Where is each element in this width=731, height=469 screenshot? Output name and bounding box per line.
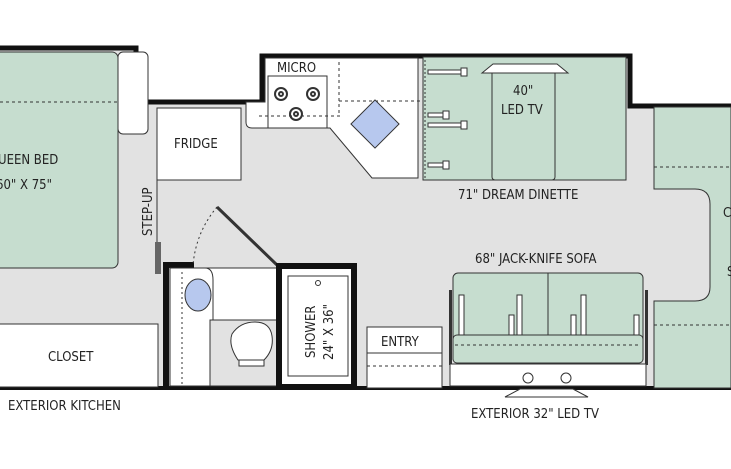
seatbelt-icon	[427, 67, 468, 170]
fridge[interactable]	[156, 107, 242, 181]
closet-label: CLOSET	[48, 350, 94, 365]
tv-label: LED TV	[501, 103, 543, 118]
dinette-label: 71" DREAM DINETTE	[458, 188, 578, 203]
cab-seat	[653, 106, 731, 389]
sink[interactable]	[350, 0, 604, 149]
seatbelt-icon	[458, 294, 640, 336]
bed-label: UEEN BED	[0, 153, 58, 168]
toilet[interactable]	[230, 321, 273, 361]
exterior-kitchen-label: EXTERIOR KITCHEN	[8, 399, 121, 414]
sofa-label: 68" JACK-KNIFE SOFA	[475, 252, 597, 267]
nightstand	[117, 51, 149, 135]
tv-size-label: 40"	[513, 84, 533, 99]
jack-knife-sofa[interactable]	[449, 272, 648, 365]
exterior-tv-label: EXTERIOR 32" LED TV	[471, 407, 599, 422]
shower-label: SHOWER	[304, 305, 319, 358]
bed-size-label: 60" X 75"	[0, 178, 52, 193]
micro-label: MICRO	[277, 61, 316, 76]
stove-burner-icon	[274, 87, 320, 121]
cab-label-fragment-2: S	[727, 265, 731, 280]
fridge-label: FRIDGE	[174, 137, 218, 152]
closet[interactable]	[0, 323, 159, 388]
led-tv-icon	[480, 63, 570, 74]
bathroom-wall	[163, 262, 194, 388]
bathroom-door[interactable]	[215, 205, 279, 267]
queen-bed	[0, 51, 119, 269]
stove	[267, 75, 328, 129]
exterior-tv-compartment	[449, 363, 647, 387]
bathroom-sink[interactable]	[184, 278, 212, 312]
shower-size-label: 24" X 36"	[322, 304, 337, 360]
entry-step[interactable]	[366, 326, 443, 389]
step-up-label: STEP-UP	[141, 187, 156, 236]
entry-label: ENTRY	[381, 335, 420, 350]
cab-label-fragment: C	[723, 206, 731, 221]
step-up	[155, 242, 161, 274]
exterior-tv-icon	[504, 372, 589, 398]
